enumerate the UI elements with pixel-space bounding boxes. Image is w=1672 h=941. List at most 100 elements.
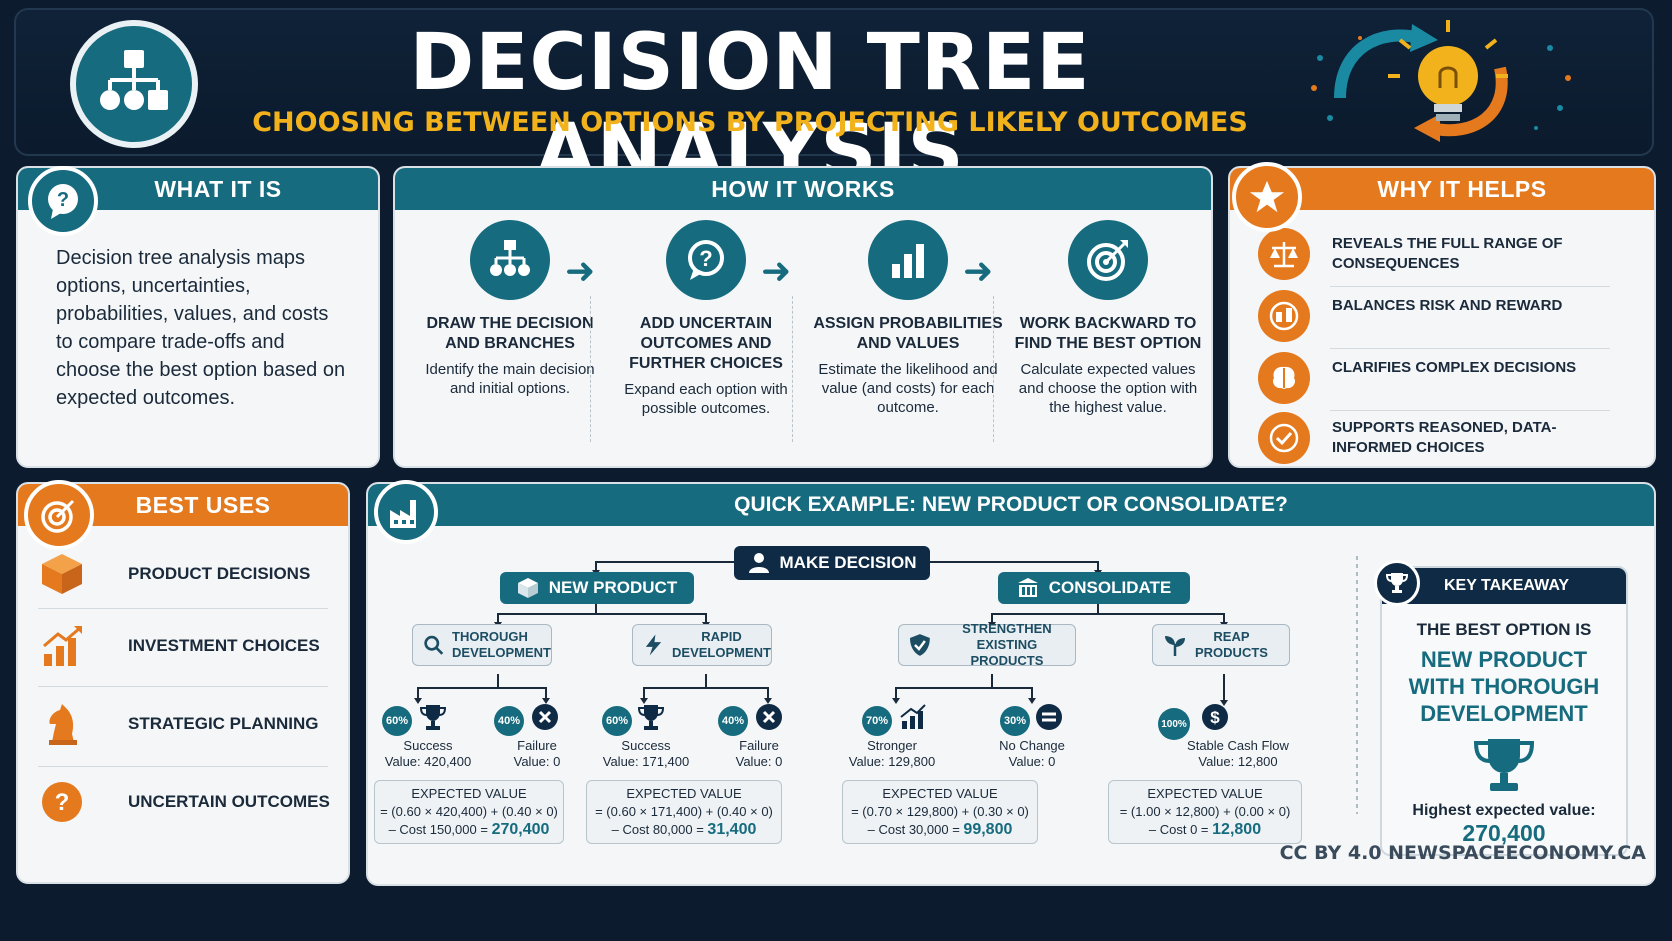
target-icon: [1068, 220, 1148, 300]
use-text: STRATEGIC PLANNING: [128, 714, 319, 733]
building-icon: [1017, 578, 1038, 597]
ev-cost: – Cost 0 =: [1148, 822, 1209, 837]
ev-title: EXPECTED VALUE: [882, 786, 998, 801]
balance-icon: [1258, 290, 1310, 342]
outcome-label: Success Value: 420,400: [368, 738, 488, 770]
outcome-name: Failure: [739, 738, 779, 753]
ev-result: 31,400: [707, 821, 757, 838]
branch-label-line1: STRENGTHEN: [962, 621, 1052, 636]
outcome-label: Failure Value: 0: [492, 738, 582, 770]
hierarchy-icon: [470, 220, 550, 300]
branch-label-line2: EXISTING PRODUCTS: [970, 637, 1044, 668]
help-text: SUPPORTS REASONED, DATA-INFORMED CHOICES: [1332, 419, 1557, 456]
svg-text:?: ?: [55, 789, 70, 816]
option-label: CONSOLIDATE: [1048, 578, 1172, 597]
divider: [1330, 410, 1610, 411]
brain-icon: [1258, 352, 1310, 404]
ev-title: EXPECTED VALUE: [1147, 786, 1263, 801]
step-title: ASSIGN PROBABILITIES AND VALUES: [813, 315, 1003, 352]
divider: [792, 296, 793, 442]
dollar-icon: $: [1200, 702, 1230, 732]
outcome-name: Success: [403, 738, 453, 753]
growth-icon: [898, 702, 928, 732]
x-circle-icon: [754, 702, 784, 732]
root-label: MAKE DECISION: [779, 553, 917, 572]
step-4: WORK BACKWARD TO FIND THE BEST OPTION Ca…: [1013, 220, 1203, 417]
probability-badge: 100%: [1158, 708, 1190, 740]
use-text: PRODUCT DECISIONS: [128, 564, 311, 583]
arrow-right-icon: ➜: [761, 250, 792, 291]
use-item: PRODUCT DECISIONS: [40, 552, 330, 602]
help-text: BALANCES RISK AND REWARD: [1332, 297, 1563, 314]
trophy-badge-icon: [1374, 560, 1420, 606]
svg-text:?: ?: [57, 189, 69, 211]
outcome-label: No Change Value: 0: [982, 738, 1082, 770]
expected-value-box: EXPECTED VALUE = (0.60 × 420,400) + (0.4…: [374, 780, 564, 844]
outcome-label: Stronger Value: 129,800: [832, 738, 952, 770]
use-item: INVESTMENT CHOICES: [40, 624, 330, 674]
search-icon: [424, 635, 444, 655]
divider: [993, 296, 994, 442]
ev-title: EXPECTED VALUE: [411, 786, 527, 801]
question-bubble-icon: ?: [666, 220, 746, 300]
user-icon: [748, 553, 769, 573]
outcome-name: No Change: [999, 738, 1065, 753]
use-item: STRATEGIC PLANNING: [40, 702, 330, 752]
divider: [590, 296, 591, 442]
step-desc: Expand each option with possible outcome…: [624, 381, 788, 417]
question-bubble-icon: ?: [28, 166, 98, 236]
tree-connectors: [414, 556, 1358, 814]
minus-circle-icon: [1034, 702, 1064, 732]
outcome-label: Stable Cash Flow Value: 12,800: [1168, 738, 1308, 770]
outcome-value: Value: 171,400: [602, 754, 690, 769]
ev-cost: – Cost 150,000 =: [388, 822, 488, 837]
outcome-value: Value: 0: [513, 754, 561, 769]
scale-icon: [1258, 228, 1310, 280]
lightning-icon: [645, 634, 662, 656]
step-title: WORK BACKWARD TO FIND THE BEST OPTION: [1014, 315, 1202, 352]
outcome-value: Value: 0: [1008, 754, 1056, 769]
branch-label-line1: REAP: [1213, 629, 1250, 644]
credit-text: CC BY 4.0 NEWSPACEECONOMY.CA: [1279, 842, 1646, 864]
ev-result: 99,800: [963, 821, 1013, 838]
help-item: SUPPORTS REASONED, DATA-INFORMED CHOICES: [1258, 408, 1618, 466]
divider: [38, 686, 328, 687]
outcome-value: Value: 129,800: [848, 754, 936, 769]
step-3: ASSIGN PROBABILITIES AND VALUES Estimate…: [813, 220, 1003, 417]
trophy-icon: [418, 702, 448, 732]
trophy-icon: [636, 702, 666, 732]
ev-formula: = (0.60 × 171,400) + (0.40 × 0): [595, 804, 773, 819]
ev-title: EXPECTED VALUE: [626, 786, 742, 801]
step-title: DRAW THE DECISION AND BRANCHES: [426, 315, 594, 352]
help-text: REVEALS THE FULL RANGE OF CONSEQUENCES: [1332, 235, 1563, 272]
ev-result: 12,800: [1212, 821, 1262, 838]
step-desc: Calculate expected values and choose the…: [1018, 361, 1198, 416]
lightbulb-cycle-icon: [1311, 20, 1571, 142]
how-it-works-heading: HOW IT WORKS: [395, 168, 1211, 210]
outcome-label: Failure Value: 0: [714, 738, 804, 770]
probability-badge: 30%: [1000, 706, 1030, 736]
ev-cost: – Cost 30,000 =: [867, 822, 960, 837]
ev-result: 270,400: [491, 821, 550, 838]
trophy-icon: [1382, 735, 1626, 800]
help-item: CLARIFIES COMPLEX DECISIONS: [1258, 348, 1618, 406]
step-desc: Estimate the likelihood and value (and c…: [818, 361, 998, 416]
check-icon: [1258, 412, 1310, 464]
outcome-name: Stronger: [867, 738, 917, 753]
key-takeaway-card: KEY TAKEAWAY THE BEST OPTION IS NEW PROD…: [1380, 566, 1628, 856]
takeaway-best: NEW PRODUCT WITH THOROUGH DEVELOPMENT: [1408, 647, 1600, 726]
use-text: INVESTMENT CHOICES: [128, 636, 320, 655]
divider: [38, 608, 328, 609]
example-heading: QUICK EXAMPLE: NEW PRODUCT OR CONSOLIDAT…: [368, 484, 1654, 526]
arrow-right-icon: ➜: [963, 250, 994, 291]
ev-formula: = (0.70 × 129,800) + (0.30 × 0): [851, 804, 1029, 819]
outcome-label: Success Value: 171,400: [586, 738, 706, 770]
divider: [1330, 286, 1610, 287]
step-2: ? ADD UNCERTAIN OUTCOMES AND FURTHER CHO…: [611, 220, 801, 418]
question-icon: ?: [40, 780, 84, 824]
use-item: ? UNCERTAIN OUTCOMES: [40, 780, 330, 830]
what-it-is-text: Decision tree analysis maps options, unc…: [56, 247, 346, 409]
svg-text:$: $: [1210, 708, 1220, 727]
